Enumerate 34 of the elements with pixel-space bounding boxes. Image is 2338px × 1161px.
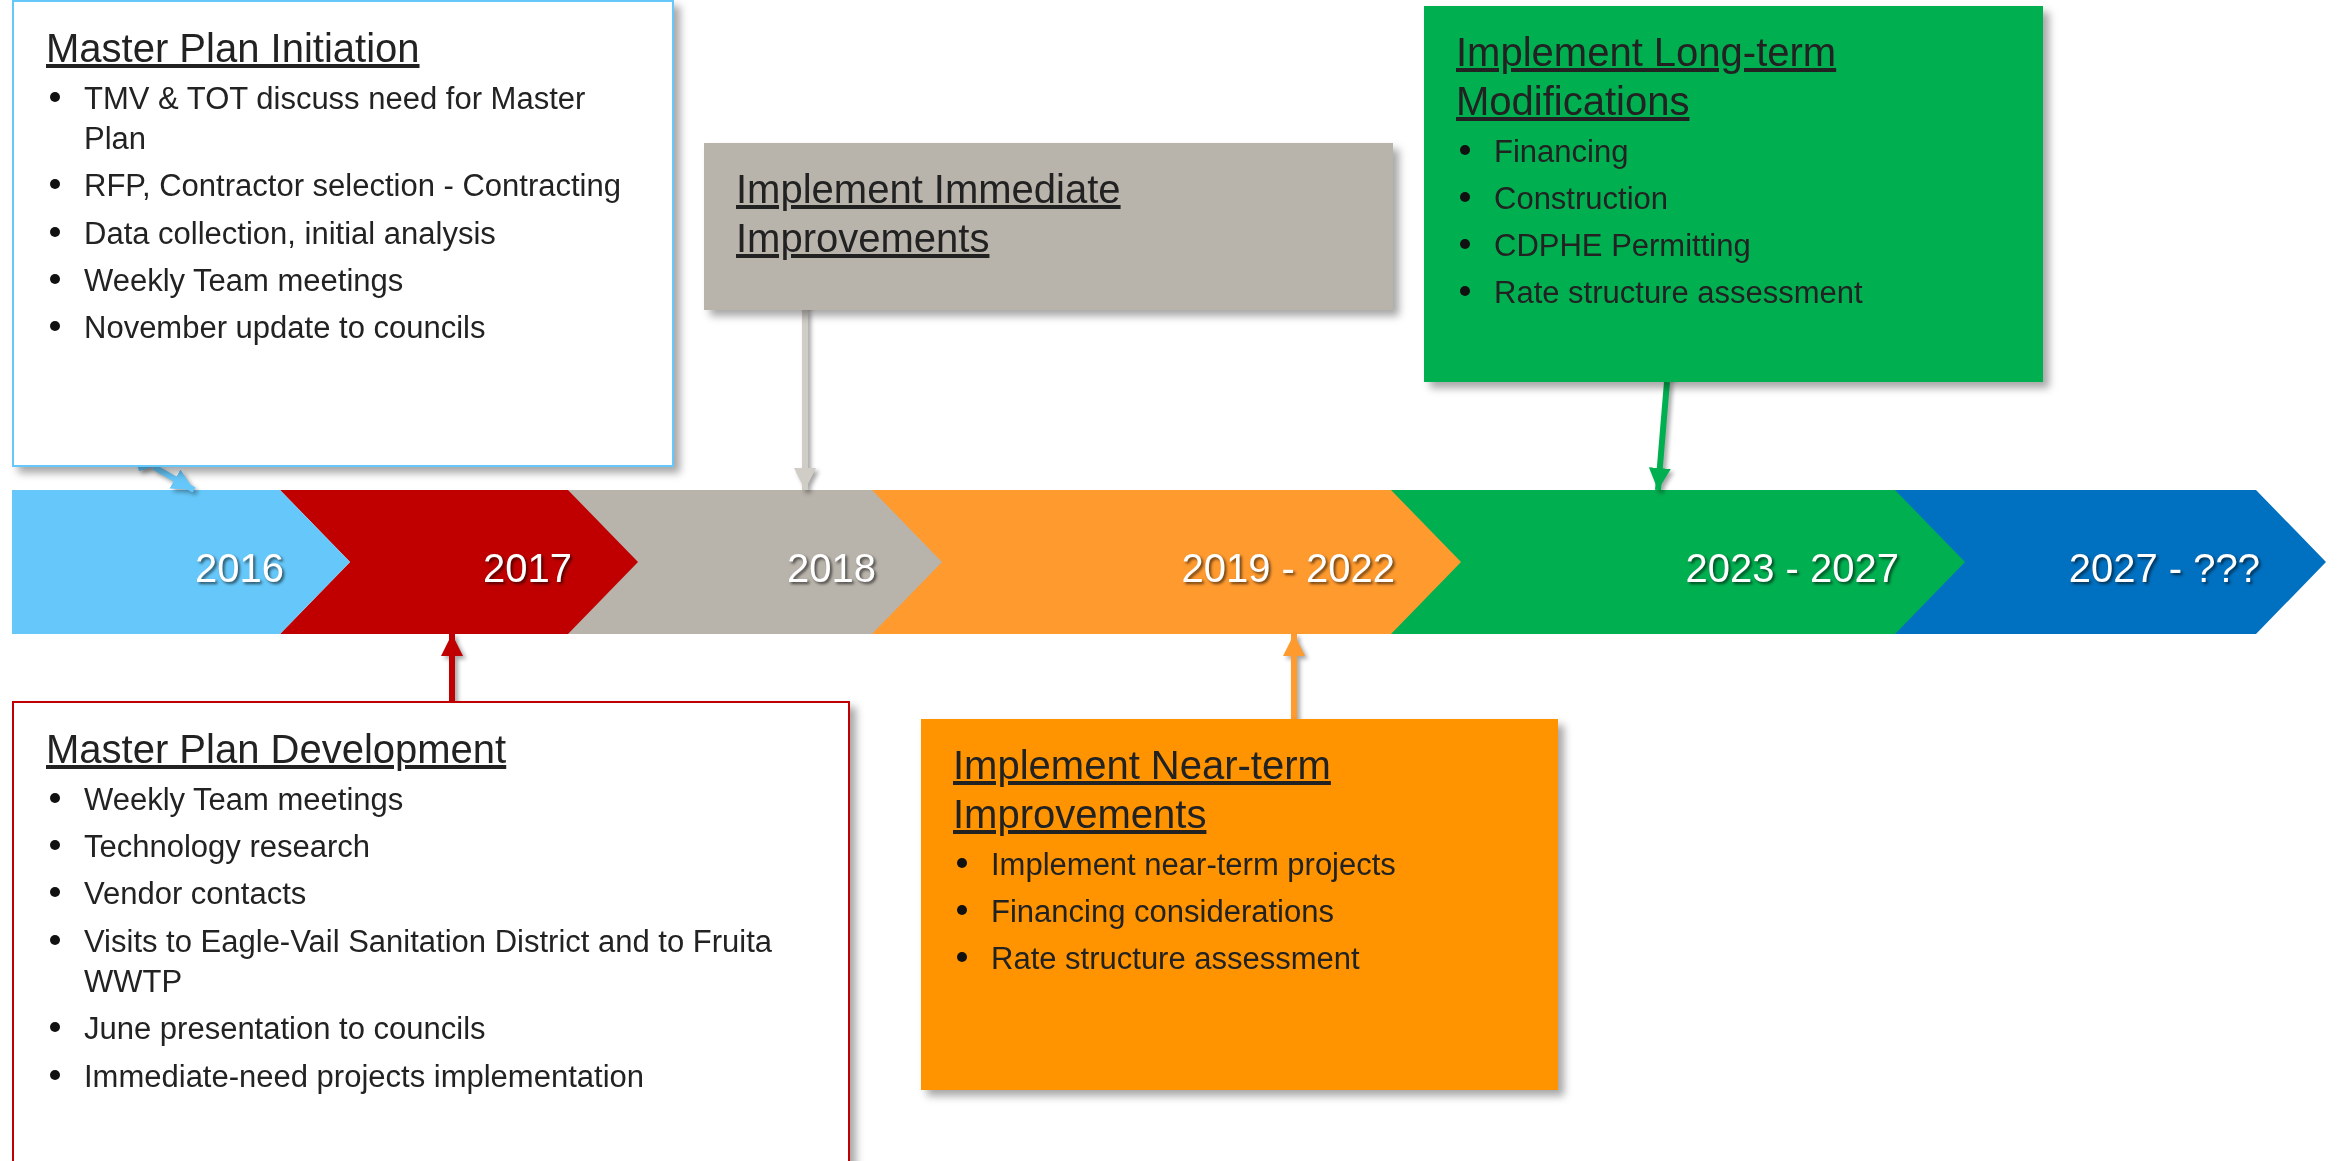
year-label: 2017: [483, 545, 572, 591]
bullet-item: Rate structure assessment: [953, 939, 1538, 980]
bullet-item: Weekly Team meetings: [46, 779, 828, 821]
card-heading: Master Plan Initiation: [46, 25, 421, 72]
bullet-item: Construction: [1456, 178, 2023, 220]
bullet-item: Visits to Eagle-Vail Sanitation District and to Fruita WWTP: [46, 921, 828, 1003]
milestone-card: [12, 0, 674, 467]
year-label: 2023 - 2027: [1685, 545, 1899, 591]
milestone-card: [921, 719, 1558, 1090]
card-heading: Implement Long-term Modifications: [1456, 29, 1838, 125]
bullet-item: TMV & TOT discuss need for Master Plan: [46, 78, 652, 160]
bullet-item: June presentation to councils: [46, 1009, 828, 1050]
milestone-card: [12, 701, 850, 1161]
bullet-item: Weekly Team meetings: [46, 261, 652, 302]
year-label: 2018: [787, 545, 876, 591]
bullet-item: Immediate-need projects implementation: [46, 1056, 828, 1097]
bullet-item: Financing: [1456, 131, 2023, 172]
bullet-item: Financing considerations: [953, 891, 1538, 933]
year-label: 2016: [195, 545, 284, 591]
card-heading: Implement Immediate Improvements: [736, 166, 1122, 262]
bullet-item: Implement near-term projects: [953, 844, 1538, 885]
card-heading: Implement Near-term Improvements: [953, 742, 1332, 838]
year-label: 2019 - 2022: [1181, 545, 1395, 591]
bullet-item: RFP, Contractor selection - Contracting: [46, 166, 652, 207]
bullet-item: Technology research: [46, 827, 828, 868]
bullet-item: Data collection, initial analysis: [46, 213, 652, 254]
bullet-item: November update to councils: [46, 308, 652, 349]
card-heading: Master Plan Development: [46, 726, 508, 773]
milestone-card: [1424, 6, 2043, 382]
milestone-card: [704, 143, 1393, 310]
bullet-item: Vendor contacts: [46, 874, 828, 915]
bullet-item: Rate structure assessment: [1456, 273, 2023, 314]
year-label: 2027 - ???: [2068, 545, 2260, 591]
bullet-item: CDPHE Permitting: [1456, 226, 2023, 267]
